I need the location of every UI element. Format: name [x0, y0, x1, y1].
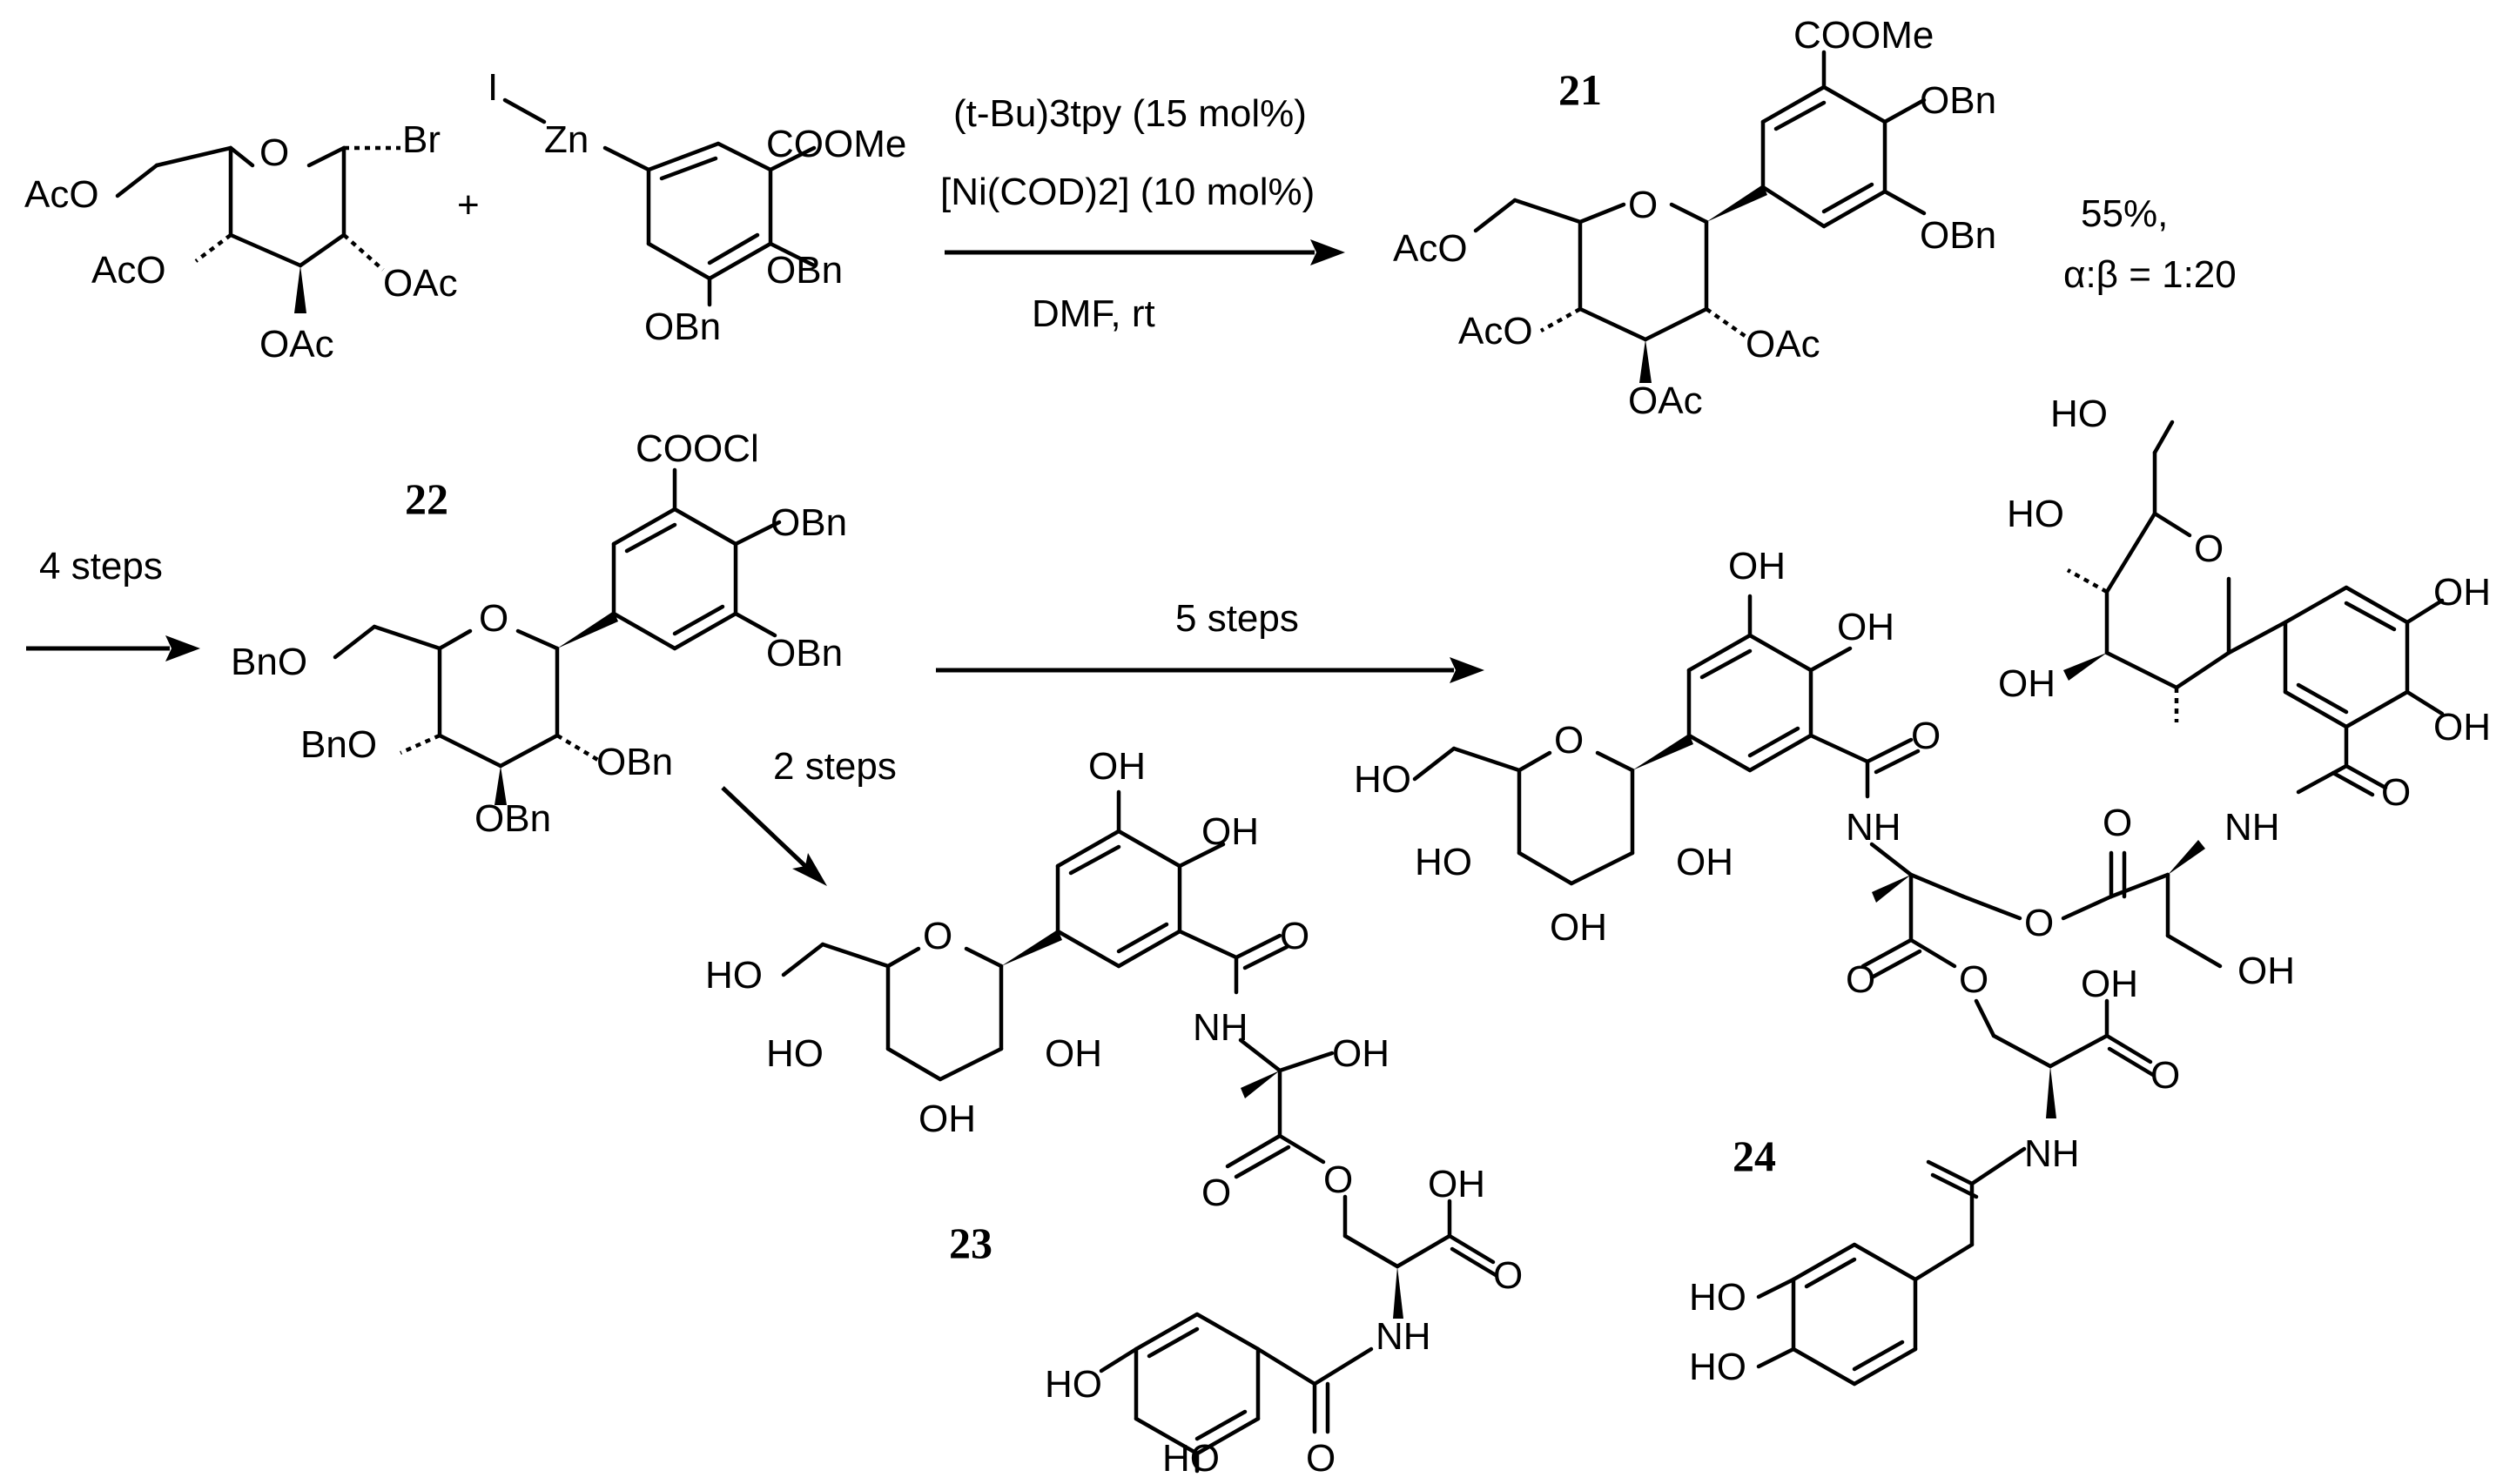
- atom-label: OH: [1045, 1032, 1102, 1075]
- atom-label: OAc: [259, 323, 334, 366]
- compound-label-24: 24: [1733, 1131, 1776, 1180]
- selectivity-text: α:β = 1:20: [2063, 253, 2237, 296]
- atom-label: OBn: [596, 741, 673, 783]
- atom-label: HO: [2050, 393, 2108, 435]
- atom-label: OBn: [770, 501, 847, 544]
- atom-label: OBn: [1920, 79, 1996, 122]
- atom-label: OBn: [474, 797, 551, 840]
- atom-label: OAc: [1628, 379, 1703, 422]
- yield-text: 55%,: [2081, 192, 2168, 235]
- atom-label: Br: [402, 118, 441, 161]
- reagent-line-2: [Ni(COD)2] (10 mol%): [940, 171, 1315, 213]
- atom-label: O: [1201, 1172, 1231, 1214]
- atom-label: OAc: [1746, 323, 1820, 366]
- atom-label: NH: [2224, 806, 2280, 849]
- atom-label: O: [479, 597, 508, 640]
- plus-sign: +: [457, 184, 480, 226]
- atom-label: AcO: [24, 173, 99, 216]
- atom-label: O: [1306, 1437, 1336, 1480]
- atom-label: OH: [1332, 1032, 1389, 1075]
- atom-label: OH: [2433, 706, 2491, 749]
- atom-label: O: [2150, 1054, 2180, 1097]
- atom-label: COOMe: [766, 123, 906, 165]
- atom-label: O: [2103, 802, 2132, 844]
- atom-label: OH: [1088, 745, 1146, 788]
- atom-label: O: [1911, 715, 1941, 757]
- aryl-zinc-structure: [502, 97, 817, 307]
- arrow-label-2-steps: 2 steps: [773, 745, 897, 788]
- compound-23-structure: [781, 789, 1498, 1474]
- compound-label-21: 21: [1558, 65, 1602, 114]
- atom-label: HO: [705, 954, 763, 997]
- atom-label: AcO: [1393, 227, 1468, 270]
- atom-label: BnO: [300, 723, 377, 766]
- atom-label: I: [488, 66, 498, 109]
- atom-label: COOMe: [1793, 14, 1934, 57]
- atom-label: AcO: [91, 249, 166, 292]
- atom-label: AcO: [1458, 310, 1533, 353]
- atom-label: O: [2024, 902, 2054, 944]
- atom-label: OBn: [766, 249, 843, 292]
- atom-label: OH: [1998, 662, 2056, 705]
- atom-label: HO: [1354, 758, 1411, 801]
- arrow-head: [1450, 657, 1484, 683]
- atom-label: OH: [918, 1098, 976, 1140]
- atom-label: HO: [1045, 1363, 1102, 1406]
- atom-label: O: [1280, 915, 1309, 957]
- atom-label: O: [1323, 1158, 1353, 1201]
- atom-label: HO: [1162, 1437, 1220, 1480]
- atom-label: OH: [1728, 545, 1786, 588]
- compound-label-22: 22: [405, 474, 448, 523]
- atom-label: Zn: [544, 118, 589, 161]
- glycosyl-bromide-structure: [115, 145, 400, 313]
- reaction-conditions: DMF, rt: [1032, 292, 1155, 335]
- atom-label: OH: [2081, 963, 2138, 1005]
- atom-label: O: [2381, 771, 2411, 814]
- atom-label: OH: [1428, 1163, 1485, 1205]
- arrow-label-5-steps: 5 steps: [1175, 597, 1299, 640]
- arrow-label-4-steps: 4 steps: [39, 545, 163, 588]
- reaction-arrow-4: [721, 786, 807, 868]
- arrow-head: [792, 853, 827, 886]
- reagent-line-1: (t-Bu)3tpy (15 mol%): [953, 92, 1307, 135]
- atom-label: O: [1628, 184, 1658, 226]
- atom-label: OH: [2433, 571, 2491, 614]
- atom-label: O: [259, 131, 289, 174]
- atom-label: NH: [1193, 1006, 1248, 1049]
- atom-label: OBn: [644, 306, 721, 348]
- atom-label: O: [1554, 719, 1584, 762]
- atom-label: OH: [1550, 906, 1607, 949]
- atom-label: O: [1493, 1254, 1523, 1297]
- atom-label: OH: [1676, 841, 1733, 883]
- atom-label: HO: [1689, 1276, 1746, 1319]
- atom-label: NH: [1376, 1315, 1431, 1358]
- atom-label: BnO: [231, 641, 307, 683]
- atom-label: OH: [2237, 950, 2295, 992]
- atom-label: HO: [1689, 1346, 1746, 1388]
- atom-label: OBn: [766, 632, 843, 675]
- atom-label: NH: [1846, 806, 1901, 849]
- atom-label: HO: [2007, 493, 2064, 535]
- atom-label: O: [1846, 958, 1875, 1001]
- atom-label: O: [2194, 527, 2224, 570]
- atom-label: HO: [1415, 841, 1472, 883]
- atom-label: OBn: [1920, 214, 1996, 257]
- compound-22-structure: [333, 467, 782, 805]
- arrow-head: [165, 635, 200, 661]
- atom-label: NH: [2024, 1132, 2080, 1175]
- compound-24-structure: [1412, 420, 2445, 1387]
- atom-label: OH: [1201, 810, 1259, 853]
- atom-label: HO: [766, 1032, 824, 1075]
- compound-21-structure: [1473, 50, 1927, 383]
- compound-label-23: 23: [949, 1219, 992, 1267]
- atom-label: O: [923, 915, 952, 957]
- atom-label: OAc: [383, 262, 458, 305]
- atom-label: O: [1959, 958, 1988, 1001]
- atom-label: OH: [1837, 606, 1894, 648]
- arrow-head: [1310, 239, 1345, 265]
- atom-label: COOCl: [636, 427, 759, 470]
